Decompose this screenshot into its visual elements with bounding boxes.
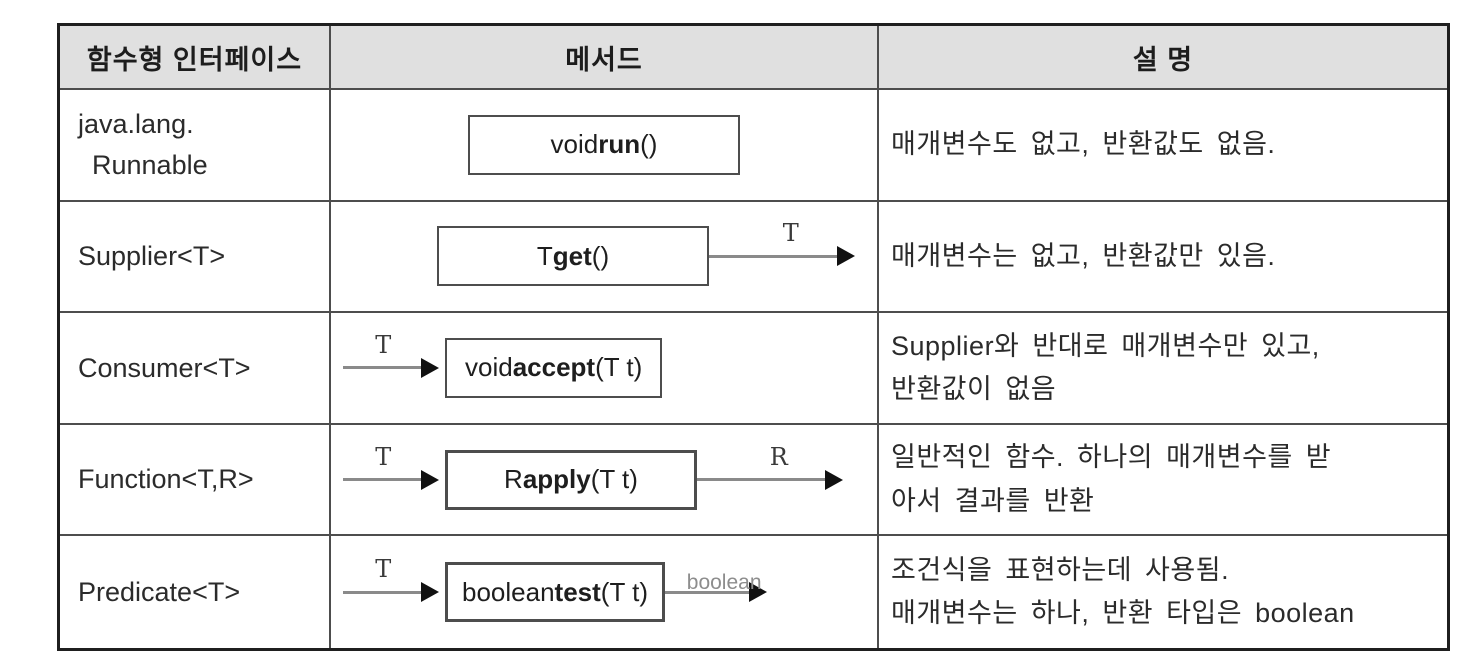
method-signature-post: (T t) <box>595 352 643 383</box>
description-line-1: 조건식을 표현하는데 사용됨. <box>891 555 1230 585</box>
method-name: test <box>554 576 601 607</box>
arrow-shaft <box>343 366 421 370</box>
interface-name-line2: Runnable <box>92 149 208 180</box>
header-cell-interface: 함수형 인터페이스 <box>60 26 331 90</box>
interface-cell-function: Function<T,R> <box>60 424 331 537</box>
method-signature-post: (T t) <box>600 576 648 607</box>
arrowhead-icon <box>421 469 439 490</box>
interface-name: Function<T,R> <box>78 464 254 495</box>
interface-name-line1: java.lang. <box>78 109 194 140</box>
arrow-shaft <box>343 590 421 594</box>
method-name: get <box>552 240 592 271</box>
method-signature-pre: T <box>536 240 553 271</box>
header-label-method: 메서드 <box>565 44 643 75</box>
arrow-shaft <box>697 478 825 482</box>
description-cell-function: 일반적인 함수. 하나의 매개변수를 받 아서 결과를 반환 <box>879 425 1447 537</box>
method-signature-post: () <box>591 240 610 271</box>
interface-name: Predicate<T> <box>78 576 241 607</box>
arrowhead-icon <box>825 469 843 490</box>
description-line-1: 일반적인 함수. 하나의 매개변수를 받 <box>891 442 1332 473</box>
method-signature-pre: R <box>504 464 523 495</box>
interface-cell-runnable: java.lang. Runnable <box>60 90 331 202</box>
output-arrow-label: T <box>782 219 799 248</box>
description-cell-runnable: 매개변수도 없고, 반환값도 없음. <box>879 90 1447 202</box>
description-cell-consumer: Supplier와 반대로 매개변수만 있고, 반환값이 없음 <box>879 313 1447 425</box>
header-cell-method: 메서드 <box>331 26 879 90</box>
header-label-description: 설 명 <box>1132 44 1194 75</box>
method-name: accept <box>512 352 596 383</box>
description-cell-predicate: 조건식을 표현하는데 사용됨. 매개변수는 하나, 반환 타입은 boolean <box>879 536 1447 648</box>
method-box: R apply(T t) <box>445 449 697 510</box>
header-label-interface: 함수형 인터페이스 <box>86 44 303 75</box>
description-line-2: 아서 결과를 반환 <box>891 485 1095 516</box>
interface-cell-supplier: Supplier<T> <box>60 201 331 314</box>
method-signature-post: () <box>640 129 658 160</box>
description-line: 매개변수는 없고, 반환값만 있음. <box>891 240 1276 271</box>
functional-interface-table: 함수형 인터페이스 메서드 설 명 java.lang. Runnable vo… <box>57 23 1450 651</box>
method-signature-pre: void <box>550 129 599 160</box>
method-cell-runnable: void run() <box>331 90 879 202</box>
method-name: apply <box>522 464 591 495</box>
method-cell-function: T R apply(T t) R <box>331 424 879 537</box>
input-arrow-icon: T <box>343 555 439 627</box>
arrowhead-icon <box>837 246 855 267</box>
arrow-shaft <box>664 590 749 594</box>
interface-name: Consumer<T> <box>78 352 251 383</box>
method-signature-pre: void <box>465 352 513 383</box>
method-box: void run() <box>468 114 740 175</box>
input-arrow-icon: T <box>343 330 439 403</box>
arrow-shaft <box>709 254 837 258</box>
method-box: T get() <box>437 226 709 287</box>
output-arrow-label: R <box>769 442 788 471</box>
output-arrow-icon: T <box>709 219 855 291</box>
method-name: run <box>598 129 641 160</box>
description-cell-supplier: 매개변수는 없고, 반환값만 있음. <box>879 202 1447 314</box>
input-arrow-icon: T <box>343 442 439 515</box>
description-line-1: Supplier와 반대로 매개변수만 있고, <box>891 330 1320 361</box>
output-arrow-icon: R <box>697 442 843 515</box>
description-line-2: 반환값이 없음 <box>891 373 1057 404</box>
method-cell-consumer: T void accept(T t) <box>331 313 879 425</box>
method-box: void accept(T t) <box>445 337 663 398</box>
arrow-shaft <box>343 478 421 482</box>
header-cell-description: 설 명 <box>879 26 1447 90</box>
input-arrow-label: T <box>375 555 392 584</box>
arrowhead-icon <box>421 357 439 378</box>
interface-name: Supplier<T> <box>78 241 226 272</box>
description-line: 매개변수도 없고, 반환값도 없음. <box>891 129 1276 160</box>
method-cell-predicate: T boolean test(T t) boolean <box>331 536 879 648</box>
method-signature-post: (T t) <box>590 464 638 495</box>
arrowhead-icon <box>421 582 439 603</box>
output-arrow-label: boolean <box>686 571 762 595</box>
interface-cell-consumer: Consumer<T> <box>60 313 331 425</box>
description-line-2: 매개변수는 하나, 반환 타입은 boolean <box>891 598 1355 629</box>
method-cell-supplier: T get() T <box>331 201 879 314</box>
input-arrow-label: T <box>375 330 392 359</box>
method-signature-pre: boolean <box>462 576 555 607</box>
output-arrow-icon: boolean <box>664 557 767 627</box>
input-arrow-label: T <box>375 442 392 471</box>
method-box: boolean test(T t) <box>445 562 665 623</box>
interface-cell-predicate: Predicate<T> <box>60 536 331 648</box>
arrowhead-icon <box>748 582 767 603</box>
